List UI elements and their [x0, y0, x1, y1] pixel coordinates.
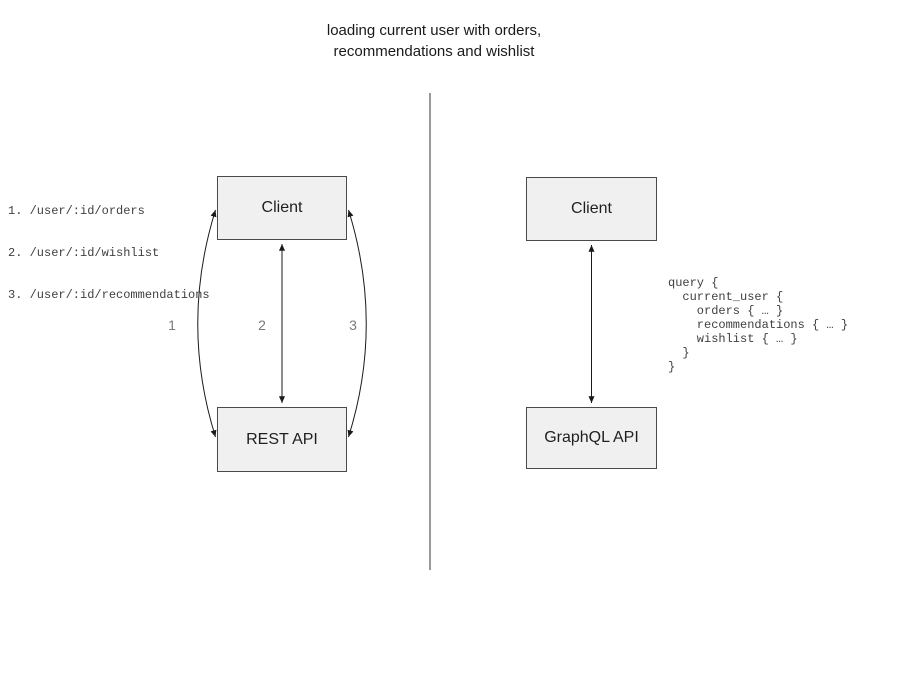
rest-arrow-label-3: 3: [349, 317, 357, 333]
rest-arrow-label-1: 1: [168, 317, 176, 333]
rest-endpoint-item-orders: 1. /user/:id/orders: [8, 204, 145, 218]
graphql-query-code: query { current_user { orders { … } reco…: [668, 276, 849, 374]
graphql-client-node: Client: [526, 177, 657, 241]
rest-endpoint-list: 1. /user/:id/orders 2. /user/:id/wishlis…: [8, 176, 210, 330]
rest-arrow-label-2: 2: [258, 317, 266, 333]
rest-client-node-label: Client: [261, 199, 303, 216]
graphql-client-node-label: Client: [571, 200, 612, 217]
diagram-title: loading current user with orders, recomm…: [184, 20, 684, 62]
graphql-api-node: GraphQL API: [526, 407, 657, 469]
rest-api-node: REST API: [217, 407, 347, 472]
diagram-title-line-2: recommendations and wishlist: [333, 43, 535, 60]
rest-endpoint-item-wishlist: 2. /user/:id/wishlist: [8, 246, 160, 260]
graphql-api-node-label: GraphQL API: [544, 429, 639, 446]
rest-api-node-label: REST API: [246, 430, 318, 448]
diagram-title-line-1: loading current user with orders,: [326, 22, 542, 39]
rest-endpoint-item-recommendations: 3. /user/:id/recommendations: [8, 288, 210, 302]
rest-client-node: Client: [217, 176, 347, 240]
